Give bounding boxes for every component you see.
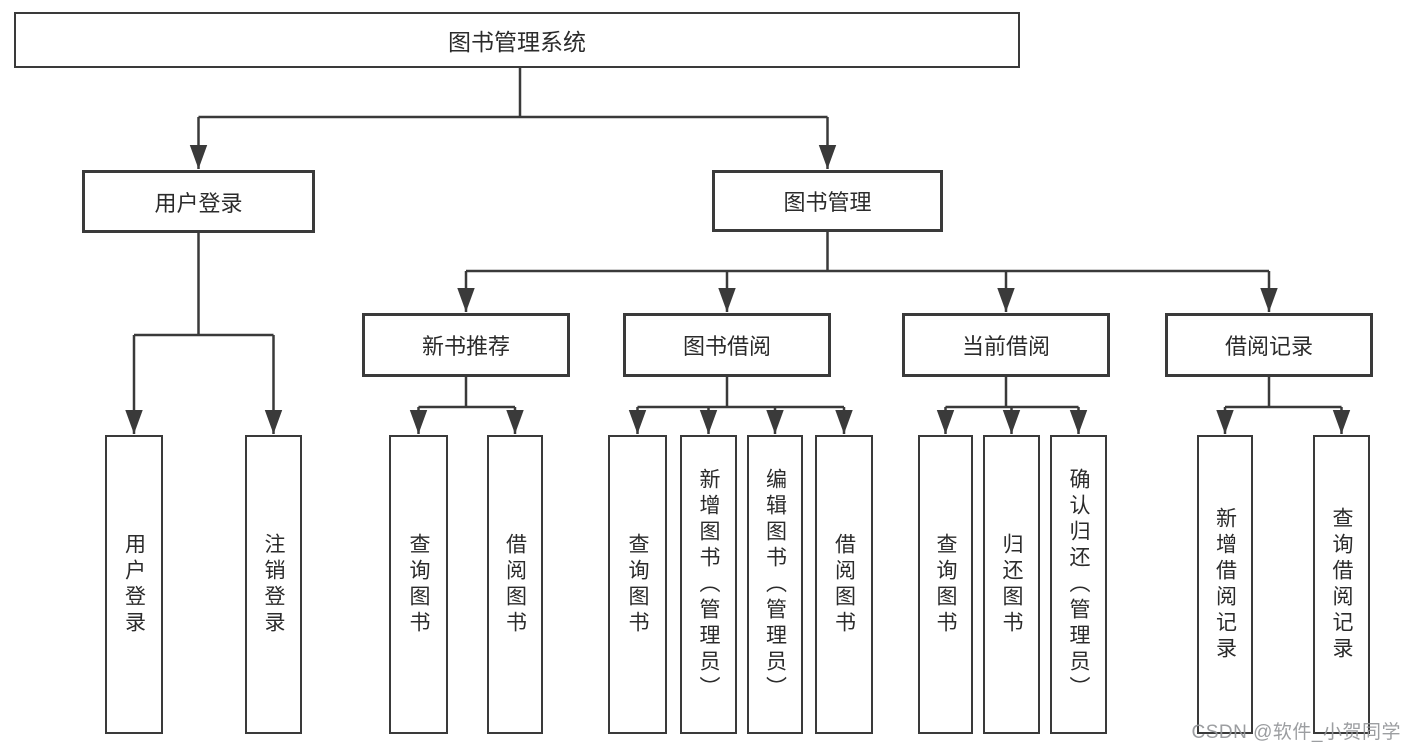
node-borrow-record-label: 借阅记录 — [1224, 334, 1313, 359]
node-current-borrow: 当前借阅 — [902, 313, 1110, 377]
connector-arrows — [125, 117, 1351, 434]
leaf-br-add-record: 新增借阅记录 — [1197, 435, 1253, 734]
leaf-br-add-record-label: 新增借阅记录 — [1213, 506, 1237, 663]
user-login-split-bar — [134, 233, 274, 337]
node-user-login: 用户登录 — [82, 170, 315, 233]
leaf-nb-query-book-label: 查询图书 — [407, 532, 430, 637]
leaf-bb-borrow-book: 借阅图书 — [815, 435, 873, 734]
new-book-split-bar — [418, 377, 515, 409]
leaf-user-login: 用户登录 — [105, 435, 163, 734]
node-book-borrow-label: 图书借阅 — [682, 334, 771, 359]
node-root-label: 图书管理系统 — [448, 29, 586, 55]
connector-bars — [134, 66, 1342, 409]
node-borrow-record: 借阅记录 — [1165, 313, 1373, 377]
leaf-bb-add-book: 新增图书（管理员） — [680, 435, 737, 734]
leaf-bb-query-book-label: 查询图书 — [626, 532, 649, 637]
leaf-logout: 注销登录 — [245, 435, 302, 734]
node-book-mgmt: 图书管理 — [712, 170, 943, 232]
node-new-book-rec: 新书推荐 — [362, 313, 570, 377]
node-book-mgmt-label: 图书管理 — [783, 190, 872, 215]
leaf-bb-edit-book: 编辑图书（管理员） — [747, 435, 803, 734]
leaf-br-query-record-label: 查询借阅记录 — [1330, 506, 1353, 663]
leaf-bb-add-book-label: 新增图书（管理员） — [697, 467, 720, 702]
leaf-cb-confirm-return-label: 确认归还（管理员） — [1067, 467, 1090, 702]
node-new-book-rec-label: 新书推荐 — [421, 334, 510, 359]
leaf-cb-return-book-label: 归还图书 — [1000, 532, 1023, 637]
leaf-bb-query-book: 查询图书 — [608, 435, 667, 734]
leaf-user-login-label: 用户登录 — [122, 532, 146, 637]
leaf-cb-confirm-return: 确认归还（管理员） — [1050, 435, 1107, 734]
leaf-cb-return-book: 归还图书 — [983, 435, 1040, 734]
root-split-bar — [198, 66, 828, 119]
current-borrow-split-bar — [945, 377, 1079, 409]
node-user-login-label: 用户登录 — [154, 190, 243, 216]
leaf-cb-query-book-label: 查询图书 — [934, 532, 957, 637]
book-mgmt-split-bar — [466, 232, 1269, 273]
leaf-cb-query-book: 查询图书 — [918, 435, 973, 734]
csdn-watermark: CSDN @软件_小贺同学 — [1191, 722, 1401, 743]
node-root: 图书管理系统 — [14, 12, 1020, 68]
leaf-br-query-record: 查询借阅记录 — [1313, 435, 1370, 734]
book-borrow-split-bar — [637, 377, 844, 409]
leaf-nb-borrow-book: 借阅图书 — [487, 435, 543, 734]
node-current-borrow-label: 当前借阅 — [961, 334, 1050, 359]
borrow-record-split-bar — [1225, 377, 1342, 409]
leaf-nb-borrow-book-label: 借阅图书 — [503, 532, 527, 637]
leaf-bb-borrow-book-label: 借阅图书 — [832, 532, 856, 637]
node-book-borrow: 图书借阅 — [623, 313, 831, 377]
leaf-bb-edit-book-label: 编辑图书（管理员） — [763, 467, 787, 702]
leaf-logout-label: 注销登录 — [262, 532, 285, 637]
leaf-nb-query-book: 查询图书 — [389, 435, 448, 734]
